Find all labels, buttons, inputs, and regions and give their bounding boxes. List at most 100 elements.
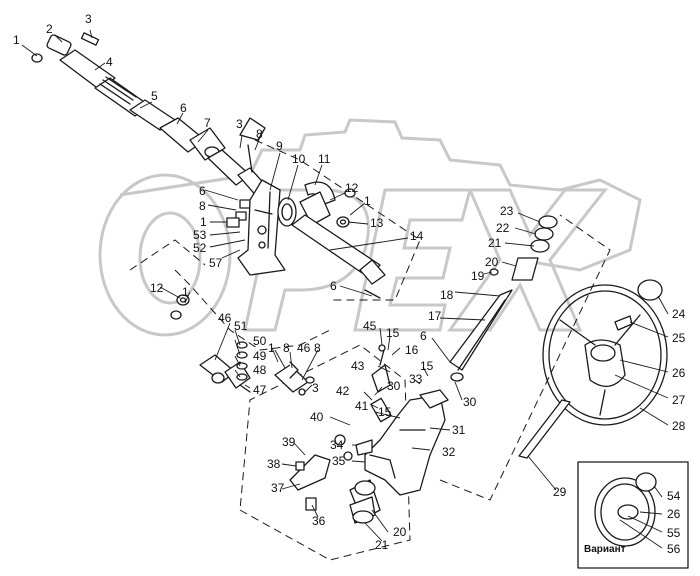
- callout-label: 21: [375, 538, 389, 552]
- callout-label: 9: [276, 139, 283, 153]
- callout-label: 36: [312, 514, 326, 528]
- callout-label: 18: [440, 288, 454, 302]
- callout-label: 1: [364, 194, 371, 208]
- callout-labels: 1 2 3 4 5 6 7 3 8 9 10 11 6 8 12 1 1 13 …: [13, 12, 686, 556]
- callout-label: 8: [256, 127, 263, 141]
- callout-label: 8: [283, 341, 290, 355]
- callout-label: 49: [253, 349, 267, 363]
- callout-label: 26: [667, 507, 681, 521]
- callout-label: 55: [667, 526, 681, 540]
- callout-label: 45: [363, 319, 377, 333]
- callout-label: 6: [199, 184, 206, 198]
- callout-label: 31: [452, 423, 466, 437]
- callout-label: 48: [253, 363, 267, 377]
- callout-label: 15: [378, 405, 392, 419]
- cardan-joint-upper: [159, 117, 271, 228]
- callout-label: 3: [85, 12, 92, 26]
- callout-label: 57: [209, 256, 223, 270]
- watermark: [98, 118, 642, 337]
- callout-label: 12: [345, 181, 359, 195]
- upper-column-tube: [449, 215, 558, 382]
- parts: [31, 32, 689, 569]
- universal-joint-outline: [174, 269, 331, 351]
- callout-label: 6: [330, 279, 337, 293]
- callout-label: 30: [387, 379, 401, 393]
- callout-label: 33: [409, 372, 423, 386]
- callout-label: 23: [500, 204, 514, 218]
- intermediate-shaft: [31, 32, 181, 131]
- callout-label: 19: [471, 269, 485, 283]
- callout-label: 15: [386, 326, 400, 340]
- callout-label: 46: [218, 311, 232, 325]
- callout-label: 27: [672, 393, 686, 407]
- callout-label: 34: [330, 438, 344, 452]
- callout-label: 43: [351, 359, 365, 373]
- callout-label: 1: [268, 341, 275, 355]
- callout-label: 11: [318, 152, 331, 166]
- callout-label: 6: [420, 329, 427, 343]
- callout-label: 16: [405, 343, 419, 357]
- callout-label: 15: [420, 359, 434, 373]
- callout-label: 20: [485, 255, 499, 269]
- callout-label: 8: [314, 341, 321, 355]
- bracket-39: [289, 434, 353, 511]
- callout-label: 10: [292, 152, 306, 166]
- callout-label: 35: [332, 454, 346, 468]
- callout-label: 2: [46, 22, 53, 36]
- callout-label: 46: [297, 341, 311, 355]
- inset-caption: Вариант: [584, 544, 626, 555]
- wheel-outline: [129, 239, 206, 271]
- inset-frame: [577, 461, 689, 569]
- callout-label: 24: [672, 307, 686, 321]
- callout-label: 17: [428, 309, 442, 323]
- shaft-outline: [439, 214, 611, 501]
- callout-label: 1: [200, 215, 207, 229]
- watermark-letter-o-inner: [138, 211, 202, 305]
- leader-lines: [21, 29, 669, 549]
- callout-label: 54: [667, 489, 681, 503]
- column-housing-outline: [239, 344, 411, 561]
- callout-label: 29: [553, 485, 567, 499]
- callout-label: 26: [672, 366, 686, 380]
- callout-label: 41: [355, 399, 369, 413]
- callout-label: 56: [667, 542, 681, 556]
- callout-label: 47: [253, 383, 267, 397]
- callout-label: 13: [370, 216, 384, 230]
- callout-label: 40: [310, 410, 324, 424]
- callout-label: 4: [106, 55, 113, 69]
- callout-label: 52: [193, 241, 207, 255]
- callout-label: 6: [180, 101, 187, 115]
- callout-label: 1: [13, 33, 20, 47]
- callout-label: 39: [282, 435, 296, 449]
- callout-label: 51: [234, 319, 248, 333]
- watermark-letter-x: [447, 188, 609, 332]
- inset-variant: [577, 461, 689, 569]
- upper-column-outline: [254, 139, 421, 301]
- callout-label: 14: [410, 229, 424, 243]
- callout-label: 28: [672, 419, 686, 433]
- callout-label: 53: [193, 228, 207, 242]
- steering-wheel: [542, 279, 668, 426]
- callout-label: 30: [463, 395, 477, 409]
- watermark-gear-outline: [119, 118, 642, 272]
- callout-label: 5: [151, 89, 158, 103]
- callout-label: 32: [442, 445, 456, 459]
- callout-label: 8: [199, 199, 206, 213]
- callout-label: 21: [488, 236, 502, 250]
- callout-label: 38: [267, 457, 281, 471]
- callout-label: 3: [236, 117, 243, 131]
- bearing-and-clamp: [277, 181, 356, 228]
- callout-label: 50: [253, 334, 267, 348]
- callout-label: 22: [496, 221, 510, 235]
- callout-label: 3: [312, 381, 319, 395]
- cardan-joint-lower: [199, 341, 315, 396]
- callout-label: 20: [393, 525, 407, 539]
- callout-label: 25: [672, 331, 686, 345]
- callout-label: 12: [150, 281, 164, 295]
- dashed-outlines: [129, 139, 611, 561]
- callout-label: 7: [204, 116, 211, 130]
- rod-29: [518, 399, 571, 459]
- support-bracket: [237, 179, 286, 276]
